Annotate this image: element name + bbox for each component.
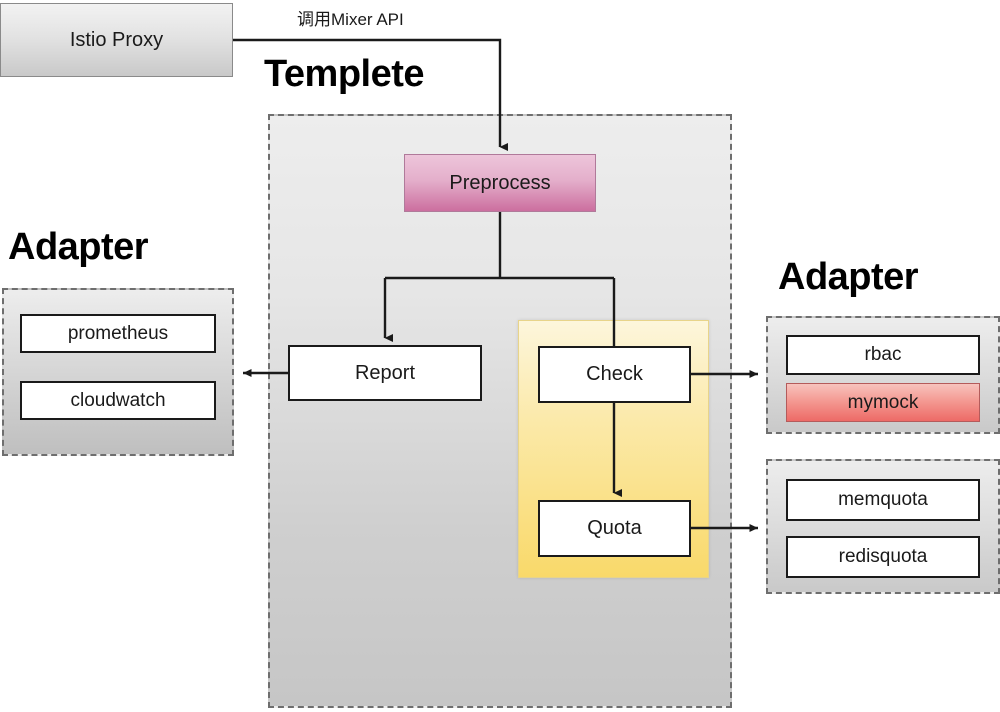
preprocess-node[interactable]: Preprocess: [404, 154, 596, 212]
quota-node[interactable]: Quota: [538, 500, 691, 557]
adapter-item-prometheus[interactable]: prometheus: [20, 314, 216, 353]
istio-proxy-node[interactable]: Istio Proxy: [0, 3, 233, 77]
check-node[interactable]: Check: [538, 346, 691, 403]
templete-title: Templete: [264, 53, 425, 95]
adapter-left-title: Adapter: [8, 226, 149, 268]
adapter-right-title: Adapter: [778, 256, 919, 298]
adapter-item-redisquota[interactable]: redisquota: [786, 536, 980, 578]
mixer-api-edge-label: 调用Mixer API: [297, 10, 404, 29]
adapter-item-rbac[interactable]: rbac: [786, 335, 980, 375]
adapter-item-mymock[interactable]: mymock: [786, 383, 980, 422]
adapter-item-cloudwatch[interactable]: cloudwatch: [20, 381, 216, 420]
report-node[interactable]: Report: [288, 345, 482, 401]
adapter-item-memquota[interactable]: memquota: [786, 479, 980, 521]
